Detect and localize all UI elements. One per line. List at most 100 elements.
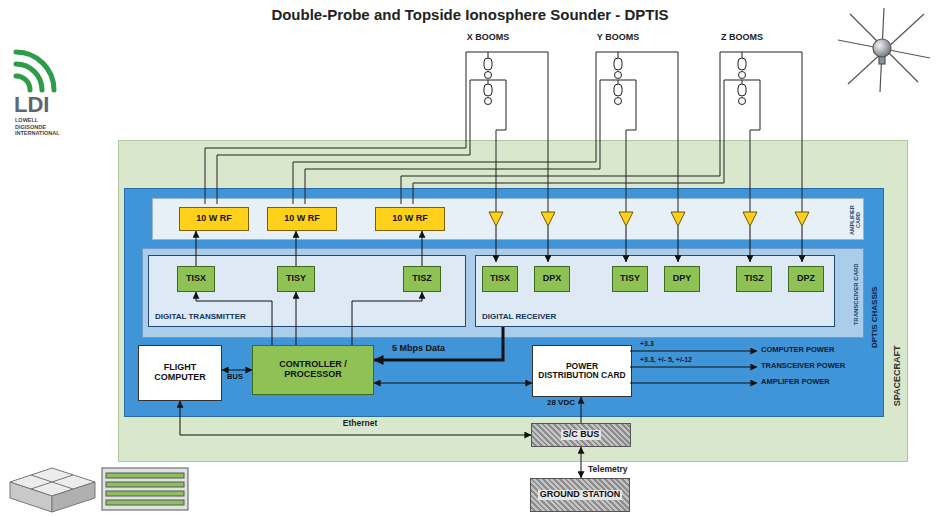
power-label: COMPUTER POWER xyxy=(761,346,834,354)
svg-part xyxy=(52,482,95,512)
connector xyxy=(222,370,252,371)
channel-box: TISX xyxy=(482,266,518,292)
svg-part xyxy=(880,8,884,92)
box-label: DPY xyxy=(673,274,692,284)
svg-part xyxy=(489,212,503,226)
label-holder: Telemetry xyxy=(588,465,628,474)
svg-part xyxy=(615,72,622,79)
svg-part xyxy=(205,52,466,204)
svg-part xyxy=(850,14,918,82)
svg-part xyxy=(738,58,746,70)
svg-part xyxy=(873,39,891,57)
svg-part xyxy=(630,367,757,368)
box-label: 10 W RF xyxy=(196,214,232,224)
power-output-arrows xyxy=(630,351,757,383)
edge-label: BUS xyxy=(227,373,243,381)
edge-label: 5 Mbps Data xyxy=(392,344,445,354)
svg-part xyxy=(413,80,724,204)
svg-part xyxy=(671,212,685,226)
channel-box: DPY xyxy=(664,266,700,292)
label-holder: Z BOOMS xyxy=(721,33,763,43)
svg-part xyxy=(485,72,492,79)
channel-box: TISZ xyxy=(736,266,772,292)
logo-text: DIGISONDE xyxy=(15,125,46,131)
amplifier-card: AMPLIFIER CARD 10 W RF 10 W RF 10 W RF xyxy=(152,198,864,240)
logo-text: LOWELL xyxy=(15,118,38,124)
svg-part xyxy=(16,64,42,90)
connector xyxy=(422,231,423,266)
svg-part xyxy=(293,52,596,204)
svg-part xyxy=(619,212,633,226)
label-holder: COMPUTER POWER xyxy=(761,346,834,354)
box-label: 10 W RF xyxy=(284,214,320,224)
svg-part xyxy=(626,80,636,212)
power-card-box: POWER DISTRIBUTION CARD xyxy=(532,345,632,397)
receiver-panel: DIGITAL RECEIVER TISX DPX TISY DPY TISZ DPZ xyxy=(475,255,835,327)
svg-part xyxy=(739,72,746,79)
voltage-label: +3.3 xyxy=(640,340,654,348)
svg-part xyxy=(615,98,622,105)
connector xyxy=(581,447,582,478)
channel-box: DPZ xyxy=(788,266,824,292)
svg-part xyxy=(838,40,930,58)
box-label: DPX xyxy=(543,274,562,284)
box-label: TISY xyxy=(286,274,306,284)
spacecraft-picture xyxy=(10,468,95,512)
connector xyxy=(196,231,197,266)
box-label: S/C BUS xyxy=(561,430,602,440)
svg-part xyxy=(217,80,470,204)
channel-box: DPX xyxy=(534,266,570,292)
box-label: TISX xyxy=(490,274,510,284)
edge-label: 28 VDC xyxy=(547,399,575,408)
box-label: FLIGHT COMPUTER xyxy=(142,363,218,383)
svg-part xyxy=(16,52,54,90)
vertical-label: AMPLIFIER CARD xyxy=(849,202,861,239)
svg-part xyxy=(678,226,679,262)
label-holder: +3.3, +/- 5, +/-12 xyxy=(640,356,692,364)
vertical-label: TRANSCEIVER CARD xyxy=(852,263,859,325)
label-holder: 28 VDC xyxy=(547,399,575,408)
antenna-picture xyxy=(838,8,930,92)
channel-box: TISX xyxy=(177,266,215,292)
bus-box: S/C BUS xyxy=(531,423,631,447)
connector xyxy=(196,292,272,345)
channel-box: TISY xyxy=(612,266,648,292)
svg-part xyxy=(739,98,746,105)
label-holder: BUS xyxy=(227,373,243,381)
box-label: TISX xyxy=(186,274,206,284)
box-label: DIGITAL RECEIVER xyxy=(482,313,556,322)
svg-part xyxy=(750,226,751,262)
receiver-feed-arrows xyxy=(496,226,802,262)
label-holder: LDI xyxy=(14,94,49,116)
svg-part xyxy=(630,383,757,384)
box-label: TISZ xyxy=(744,274,764,284)
label-holder: +3.3 xyxy=(640,340,654,348)
svg-part xyxy=(106,473,184,478)
edge-label: Ethernet xyxy=(343,419,377,428)
card-rack-picture xyxy=(102,468,188,510)
svg-part xyxy=(102,468,188,510)
box-label: TISY xyxy=(620,274,640,284)
svg-part xyxy=(614,84,622,96)
logo-text: INTERNATIONAL xyxy=(15,131,60,137)
svg-part xyxy=(510,52,548,212)
svg-part xyxy=(10,468,95,496)
label-holder: AMPLIFER POWER xyxy=(761,378,830,386)
logo-text: LDI xyxy=(14,94,49,116)
boom-wires xyxy=(205,52,802,212)
svg-part xyxy=(16,76,30,90)
amplifier-box: 10 W RF xyxy=(375,207,445,231)
ground-station-box: GROUND STATION xyxy=(530,478,630,512)
transmitter-panel: DIGITAL TRANSMITTERTISXTISYTISZ xyxy=(148,255,466,327)
svg-part xyxy=(548,226,549,262)
svg-part xyxy=(106,482,184,487)
label-holder: LOWELL xyxy=(15,118,38,124)
svg-part xyxy=(743,212,757,226)
connector xyxy=(296,292,297,345)
vertical-label: DPTIS CHASSIS xyxy=(871,237,880,397)
svg-part xyxy=(305,80,600,204)
svg-part xyxy=(466,52,510,84)
svg-part xyxy=(10,482,52,512)
svg-part xyxy=(106,500,184,505)
